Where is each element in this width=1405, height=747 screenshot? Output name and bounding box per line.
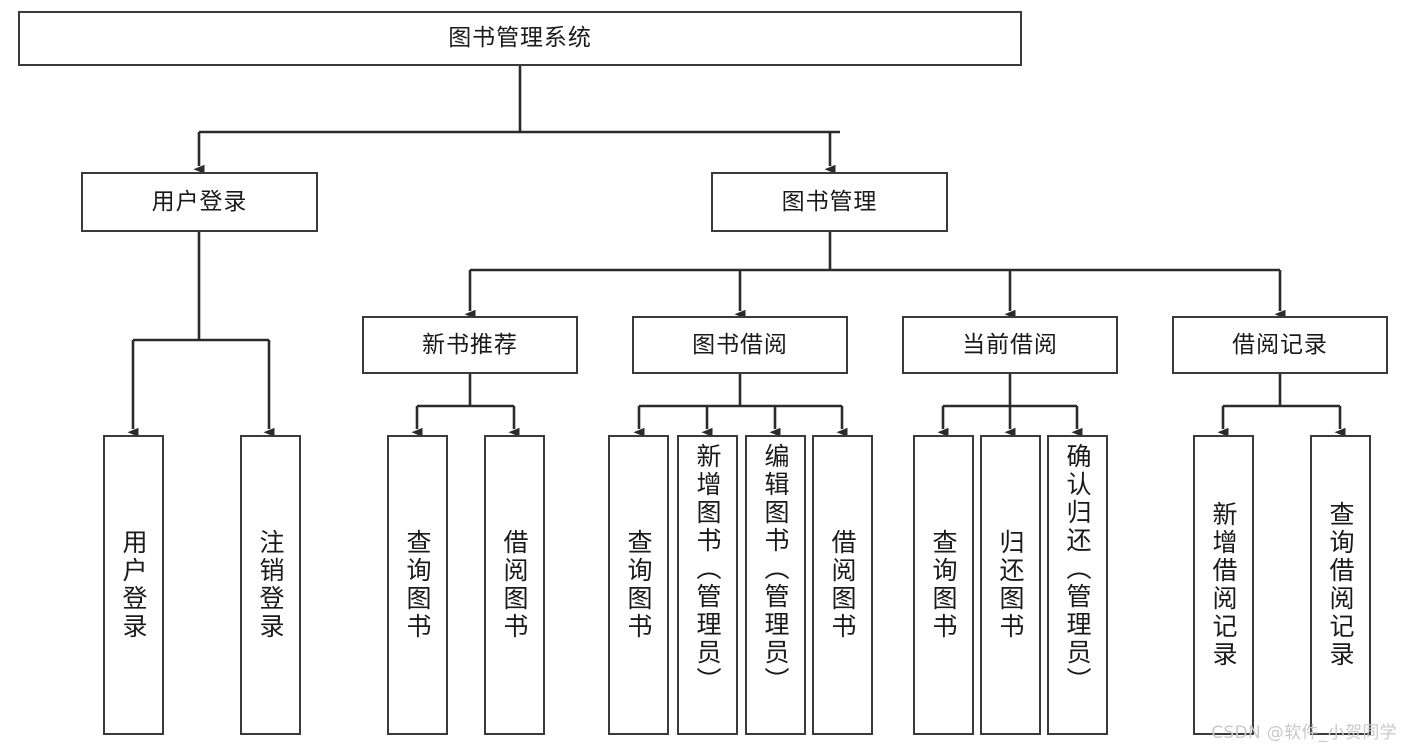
node-borrow-record-label: 借阅记录	[1232, 331, 1328, 358]
node-leaf-edit-book-admin-label: 编辑图书（管理员）	[761, 443, 790, 695]
node-leaf-confirm-return-admin-label: 确认归还（管理员）	[1063, 443, 1092, 695]
node-leaf-query-book-3[interactable]: 查询图书	[913, 435, 974, 735]
node-leaf-add-book-admin[interactable]: 新增图书（管理员）	[677, 435, 738, 735]
node-leaf-query-borrow-record[interactable]: 查询借阅记录	[1310, 435, 1371, 735]
node-leaf-logout-login-label: 注销登录	[256, 529, 285, 641]
node-book-borrow[interactable]: 图书借阅	[632, 316, 848, 374]
node-leaf-return-book[interactable]: 归还图书	[980, 435, 1041, 735]
node-leaf-logout-login[interactable]: 注销登录	[240, 435, 301, 735]
node-root-label: 图书管理系统	[448, 25, 592, 52]
node-leaf-query-book-1-label: 查询图书	[403, 529, 432, 641]
node-leaf-add-book-admin-label: 新增图书（管理员）	[693, 443, 722, 695]
node-new-book-recommend-label: 新书推荐	[422, 331, 518, 358]
node-leaf-query-book-2[interactable]: 查询图书	[608, 435, 669, 735]
node-new-book-recommend[interactable]: 新书推荐	[362, 316, 578, 374]
node-user-login[interactable]: 用户登录	[81, 172, 318, 232]
node-leaf-borrow-book-2-label: 借阅图书	[828, 529, 857, 641]
node-borrow-record[interactable]: 借阅记录	[1172, 316, 1388, 374]
node-book-manage-label: 图书管理	[781, 188, 878, 215]
node-leaf-confirm-return-admin[interactable]: 确认归还（管理员）	[1047, 435, 1108, 735]
node-user-login-label: 用户登录	[151, 188, 248, 215]
node-leaf-query-borrow-record-label: 查询借阅记录	[1326, 501, 1355, 669]
node-leaf-add-borrow-record-label: 新增借阅记录	[1209, 501, 1238, 669]
node-leaf-return-book-label: 归还图书	[996, 529, 1025, 641]
node-leaf-query-book-1[interactable]: 查询图书	[387, 435, 448, 735]
node-leaf-query-book-2-label: 查询图书	[624, 529, 653, 641]
node-leaf-borrow-book-2[interactable]: 借阅图书	[812, 435, 873, 735]
node-current-borrow-label: 当前借阅	[962, 331, 1058, 358]
node-current-borrow[interactable]: 当前借阅	[902, 316, 1118, 374]
node-leaf-borrow-book-1-label: 借阅图书	[500, 529, 529, 641]
node-leaf-user-login[interactable]: 用户登录	[103, 435, 164, 735]
node-leaf-edit-book-admin[interactable]: 编辑图书（管理员）	[745, 435, 806, 735]
node-leaf-borrow-book-1[interactable]: 借阅图书	[484, 435, 545, 735]
node-book-manage[interactable]: 图书管理	[711, 172, 948, 232]
node-leaf-user-login-label: 用户登录	[119, 529, 148, 641]
node-leaf-query-book-3-label: 查询图书	[929, 529, 958, 641]
node-leaf-add-borrow-record[interactable]: 新增借阅记录	[1193, 435, 1254, 735]
node-book-borrow-label: 图书借阅	[692, 331, 788, 358]
node-root[interactable]: 图书管理系统	[18, 11, 1022, 66]
